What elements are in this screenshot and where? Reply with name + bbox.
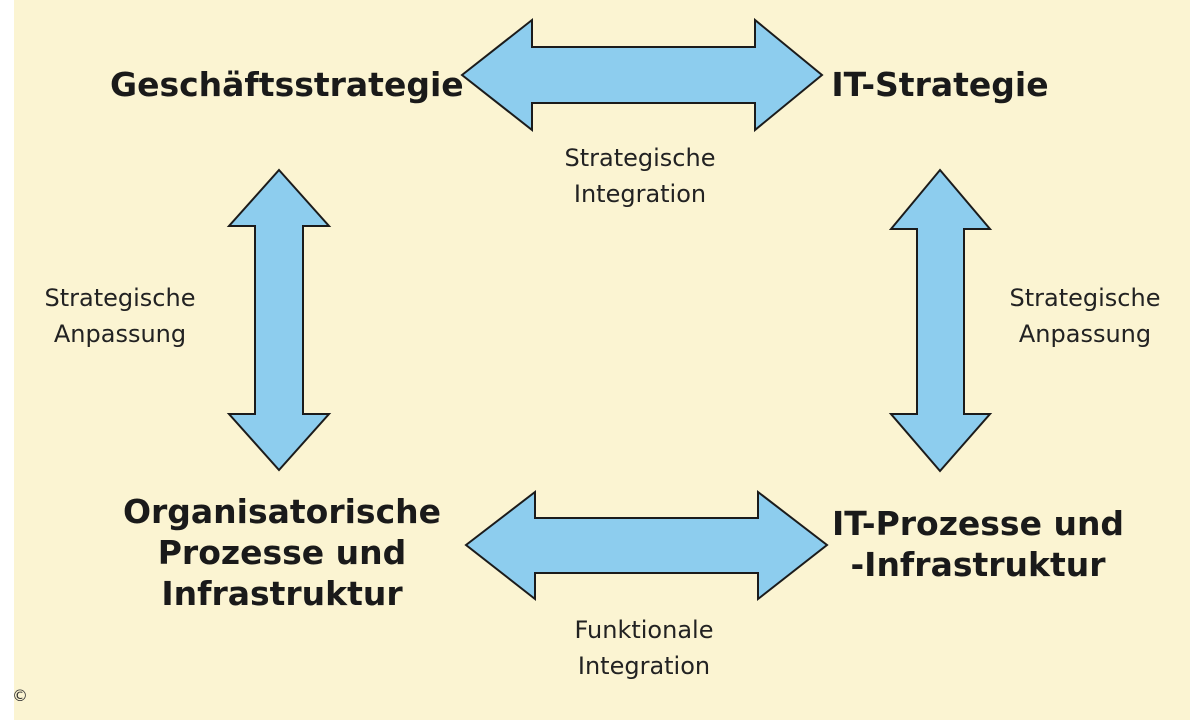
node-org-processes-line-2: Prozesse und bbox=[157, 533, 407, 572]
edge-label-right: Strategische Anpassung bbox=[985, 280, 1185, 352]
edge-label-top-line-2: Integration bbox=[573, 180, 707, 208]
edge-label-top-line-1: Strategische bbox=[564, 144, 716, 172]
page-margin-left bbox=[0, 0, 14, 720]
node-org-processes-line-1: Organisatorische bbox=[122, 492, 442, 531]
right-double-arrow bbox=[888, 168, 993, 473]
node-org-processes-line-3: Infrastruktur bbox=[161, 574, 403, 613]
edge-label-right-line-1: Strategische bbox=[1009, 284, 1161, 312]
node-it-strategy: IT-Strategie bbox=[831, 65, 1049, 104]
copyright-icon: © bbox=[12, 686, 28, 705]
edge-label-left-line-2: Anpassung bbox=[53, 320, 187, 348]
edge-label-right-line-2: Anpassung bbox=[1018, 320, 1152, 348]
node-business-strategy: Geschäftsstrategie bbox=[110, 65, 464, 104]
top-double-arrow bbox=[460, 17, 824, 133]
edge-label-bottom-line-1: Funktionale bbox=[574, 616, 714, 644]
edge-label-bottom-line-2: Integration bbox=[577, 652, 711, 680]
edge-label-left-line-1: Strategische bbox=[44, 284, 196, 312]
node-it-processes: IT-Prozesse und -Infrastruktur bbox=[828, 503, 1128, 585]
node-org-processes: Organisatorische Prozesse und Infrastruk… bbox=[122, 491, 442, 614]
page-margin-right bbox=[1190, 0, 1200, 720]
edge-label-top: Strategische Integration bbox=[520, 140, 760, 212]
node-it-processes-line-1: IT-Prozesse und bbox=[831, 504, 1125, 543]
bottom-double-arrow bbox=[464, 489, 829, 602]
edge-label-left: Strategische Anpassung bbox=[20, 280, 220, 352]
edge-label-bottom: Funktionale Integration bbox=[524, 612, 764, 684]
left-double-arrow bbox=[226, 168, 332, 472]
node-it-processes-line-2: -Infrastruktur bbox=[850, 545, 1106, 584]
